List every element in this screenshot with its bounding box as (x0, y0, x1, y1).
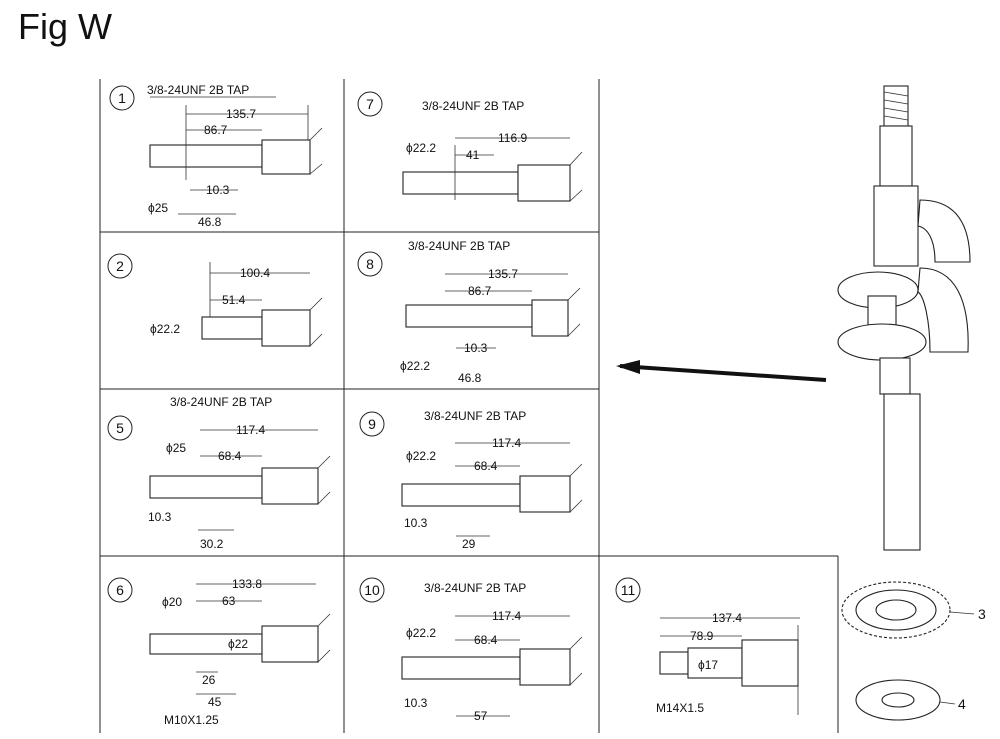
dimension-label: 117.4 (236, 423, 265, 437)
panel-number: 11 (621, 582, 636, 598)
dimension-label: 100.4 (240, 266, 270, 280)
panel-11: 11 137.4 78.9 ϕ17 M14X1.5 (615, 577, 800, 715)
callout-label: 4 (958, 696, 966, 712)
thread-label: M10X1.25 (164, 713, 219, 727)
dimension-label: 117.4 (492, 436, 521, 450)
panel-10: 10 3/8-24UNF 2B TAP 117.4 ϕ22.2 68.4 10.… (359, 577, 583, 723)
dimension-label: 10.3 (404, 696, 428, 710)
panel-6: 6 133.8 ϕ20 63 ϕ22 26 45 M10X1.25 (107, 577, 331, 727)
panel-number: 9 (368, 416, 376, 432)
figure-title: Fig W (18, 6, 112, 47)
panel-1: 1 3/8-24UNF 2B TAP 135.7 86.7 10.3 ϕ25 4… (109, 83, 323, 229)
dimension-label: ϕ22.2 (406, 141, 436, 155)
panel-grid (99, 79, 839, 733)
dimension-label: ϕ25 (148, 201, 168, 215)
dimension-label: 78.9 (690, 629, 714, 643)
callout-label: 3 (978, 606, 986, 622)
dimension-label: ϕ22.2 (406, 626, 436, 640)
dimension-label: 68.4 (474, 459, 498, 473)
panel-number: 6 (116, 582, 124, 598)
dimension-label: 116.9 (498, 131, 527, 145)
dimension-label: 135.7 (226, 107, 256, 121)
dimension-label: 137.4 (712, 611, 742, 625)
dimension-label: ϕ25 (166, 441, 186, 455)
tap-label: 3/8-24UNF 2B TAP (424, 581, 526, 595)
dimension-label: 68.4 (218, 449, 242, 463)
panel-2: 2 100.4 51.4 ϕ22.2 (107, 253, 323, 347)
tap-label: 3/8-24UNF 2B TAP (424, 409, 526, 423)
dimension-label: 57 (474, 709, 488, 723)
dimension-label: 10.3 (464, 341, 488, 355)
panel-number: 2 (116, 258, 124, 274)
dimension-label: 29 (462, 537, 476, 551)
panel-number: 5 (116, 420, 124, 436)
panel-number: 1 (118, 90, 126, 106)
dimension-label: 86.7 (468, 284, 492, 298)
dimension-label: ϕ22.2 (400, 359, 430, 373)
tap-label: 3/8-24UNF 2B TAP (422, 99, 524, 113)
panel-9: 9 3/8-24UNF 2B TAP 117.4 ϕ22.2 68.4 10.3… (359, 409, 583, 551)
dimension-label: ϕ22.2 (150, 322, 180, 336)
panel-number-circle (109, 85, 135, 111)
thread-label: M14X1.5 (656, 701, 704, 715)
dimension-label: 68.4 (474, 633, 498, 647)
dimension-label: 41 (466, 148, 480, 162)
dimension-label: 46.8 (198, 215, 222, 229)
panel-5: 5 3/8-24UNF 2B TAP 117.4 ϕ25 68.4 10.3 3… (107, 395, 331, 551)
washer-illustration: 4 (855, 679, 966, 721)
dimension-label: 133.8 (232, 577, 262, 591)
dimension-label: 10.3 (404, 516, 428, 530)
dimension-label: ϕ22 (228, 637, 248, 651)
panel-number: 7 (366, 96, 374, 112)
dimension-label: 46.8 (458, 371, 482, 385)
dimension-label: 117.4 (492, 609, 521, 623)
dimension-label: ϕ17 (698, 658, 718, 672)
pointer-arrow (616, 360, 827, 382)
panel-8: 8 3/8-24UNF 2B TAP 135.7 86.7 10.3 ϕ22.2… (357, 239, 581, 385)
tap-label: 3/8-24UNF 2B TAP (170, 395, 272, 409)
tap-label: 3/8-24UNF 2B TAP (408, 239, 510, 253)
tap-label: 3/8-24UNF 2B TAP (147, 83, 249, 97)
dimension-label: 45 (208, 695, 222, 709)
dimension-label: 30.2 (200, 537, 224, 551)
panel-7: 7 3/8-24UNF 2B TAP 116.9 ϕ22.2 41 (357, 91, 583, 202)
dimension-label: ϕ22.2 (406, 449, 436, 463)
dimension-label: 86.7 (204, 123, 228, 137)
gear-illustration: 3 (841, 581, 986, 639)
dimension-label: 10.3 (206, 183, 230, 197)
dimension-label: ϕ20 (162, 595, 182, 609)
crankshaft-illustration (837, 85, 971, 551)
dimension-label: 63 (222, 594, 236, 608)
dimension-label: 10.3 (148, 510, 172, 524)
dimension-label: 135.7 (488, 267, 518, 281)
panel-number: 10 (364, 582, 380, 598)
dimension-label: 51.4 (222, 293, 246, 307)
dimension-label: 26 (202, 673, 216, 687)
panel-number: 8 (366, 256, 374, 272)
